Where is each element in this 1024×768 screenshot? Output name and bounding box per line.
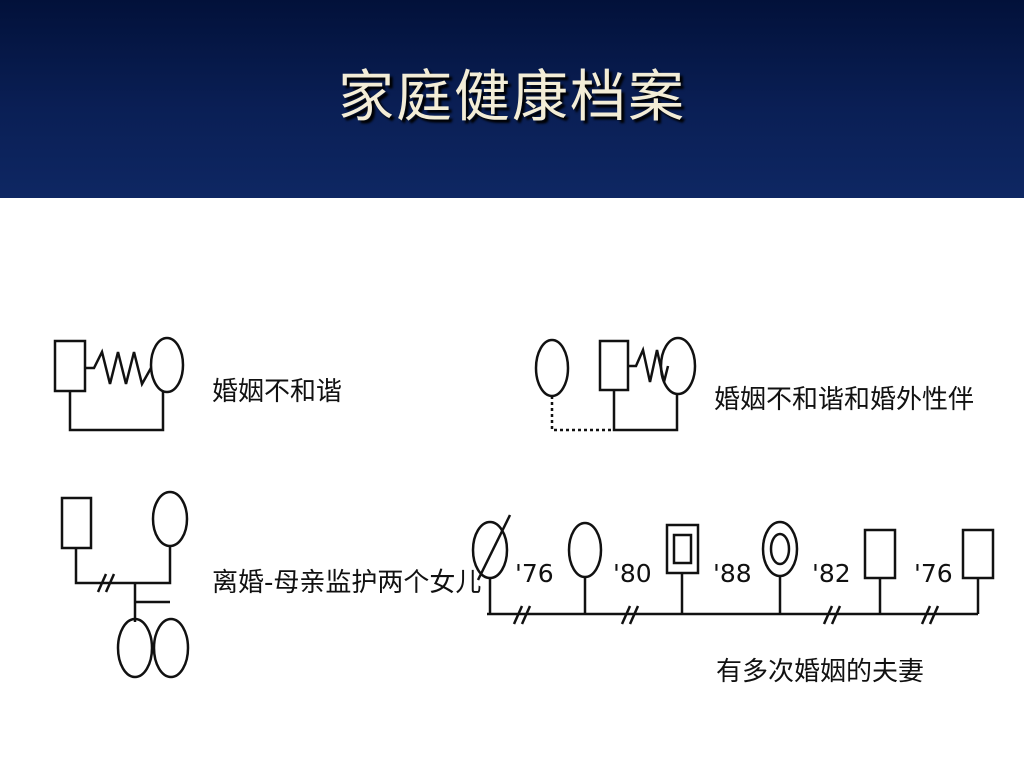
male-symbol: [53, 339, 87, 393]
divorce-slash: [520, 605, 532, 625]
daughter-symbol: [116, 617, 154, 679]
divorce-slash: [628, 605, 640, 625]
year-label: '80: [613, 559, 652, 588]
year-label: '88: [713, 559, 752, 588]
diagram-multiple-marriages: '76 '80 '88 '82 '76 有多次婚姻的夫妻: [471, 514, 995, 687]
male-symbol: [961, 528, 995, 580]
divorce-slash: [104, 573, 116, 593]
diagram-divorce: 离婚-母亲监护两个女儿: [60, 490, 481, 679]
conflict-zigzag: [628, 345, 670, 383]
daughter-symbol: [152, 617, 190, 679]
caption-divorce: 离婚-母亲监护两个女儿: [212, 568, 481, 598]
index-male-symbol: [665, 523, 700, 575]
divorce-slash: [96, 573, 108, 593]
diagram-conflict: 婚姻不和谐: [53, 336, 342, 432]
divorce-slash: [830, 605, 842, 625]
female-symbol: [659, 336, 697, 396]
caption-conflict: 婚姻不和谐: [212, 377, 342, 407]
marriage-line: [74, 546, 172, 585]
slide-content: [0, 198, 1024, 768]
year-label: '76: [914, 559, 953, 588]
divorce-slash: [920, 605, 932, 625]
slide-title: 家庭健康档案: [338, 65, 686, 130]
divorce-slash: [822, 605, 834, 625]
male-symbol: [598, 339, 630, 392]
female-symbol: [149, 336, 185, 394]
year-label: '82: [812, 559, 851, 588]
male-symbol: [60, 496, 93, 550]
affair-dotted-line: [550, 396, 614, 432]
divorce-slash: [928, 605, 940, 625]
caption-conflict-affair: 婚姻不和谐和婚外性伴: [714, 385, 974, 415]
marriage-line: [612, 390, 679, 432]
female-partner-symbol: [534, 338, 570, 398]
female-symbol: [151, 490, 189, 548]
year-label: '76: [515, 559, 554, 588]
deceased-mark: [476, 514, 512, 581]
index-female-inner: [769, 532, 791, 566]
divorce-slash: [512, 605, 524, 625]
marriage-line: [68, 391, 165, 432]
female-symbol: [567, 521, 603, 579]
male-symbol: [863, 528, 897, 580]
index-female-symbol: [761, 520, 799, 578]
caption-multiple-marriages: 有多次婚姻的夫妻: [716, 657, 924, 687]
index-male-inner: [672, 533, 693, 565]
title-bar: 家庭健康档案: [0, 0, 1024, 198]
divorce-slash: [620, 605, 632, 625]
conflict-zigzag: [85, 348, 153, 388]
diagram-conflict-affair: 婚姻不和谐和婚外性伴: [534, 336, 974, 432]
